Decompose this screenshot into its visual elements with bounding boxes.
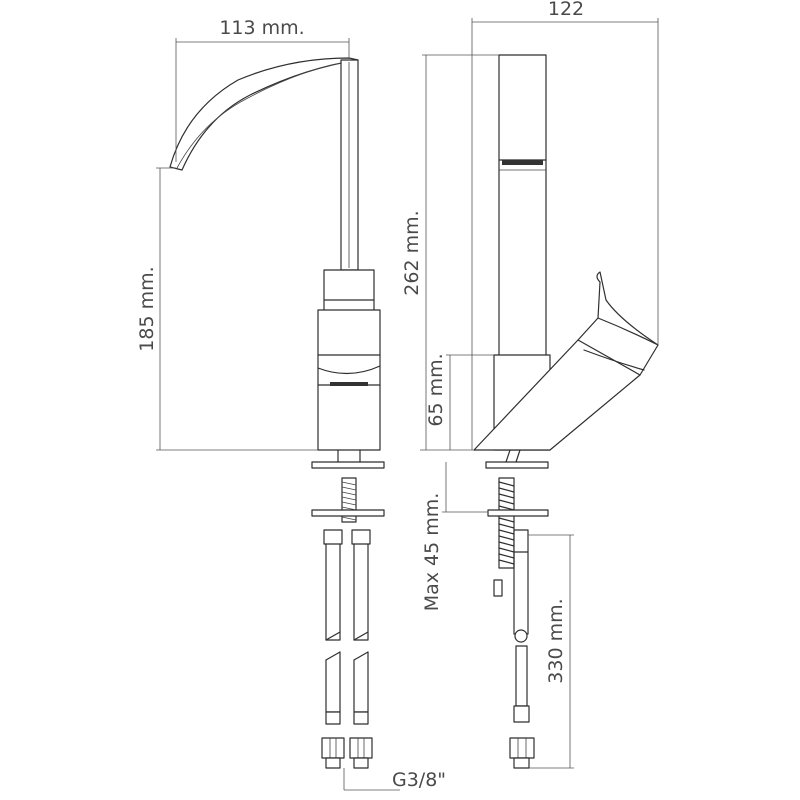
label-hose-length: 330 mm.	[545, 598, 567, 683]
front-spout	[169, 57, 359, 171]
front-base-plate	[311, 461, 385, 469]
label-spout-height: 185 mm.	[136, 266, 158, 351]
label-total-width: 122	[548, 0, 584, 20]
label-body-height: 65 mm.	[425, 353, 447, 426]
label-max-deck-thickness: Max 45 mm.	[421, 493, 443, 612]
front-mounting-plate	[311, 509, 385, 517]
front-view	[169, 57, 385, 769]
front-hoses	[321, 529, 373, 769]
label-thread-size: G3/8"	[392, 769, 446, 791]
label-total-height: 262 mm.	[401, 210, 423, 295]
front-spout-tube	[340, 59, 359, 271]
side-base-plate	[485, 461, 549, 469]
side-mounting-plate	[487, 509, 549, 517]
front-body	[317, 309, 381, 451]
side-spout-tube	[498, 54, 547, 366]
dimension-lines	[156, 18, 659, 791]
side-threaded-stud	[498, 477, 515, 569]
side-view	[473, 54, 659, 769]
label-spout-reach: 113 mm.	[219, 17, 304, 39]
